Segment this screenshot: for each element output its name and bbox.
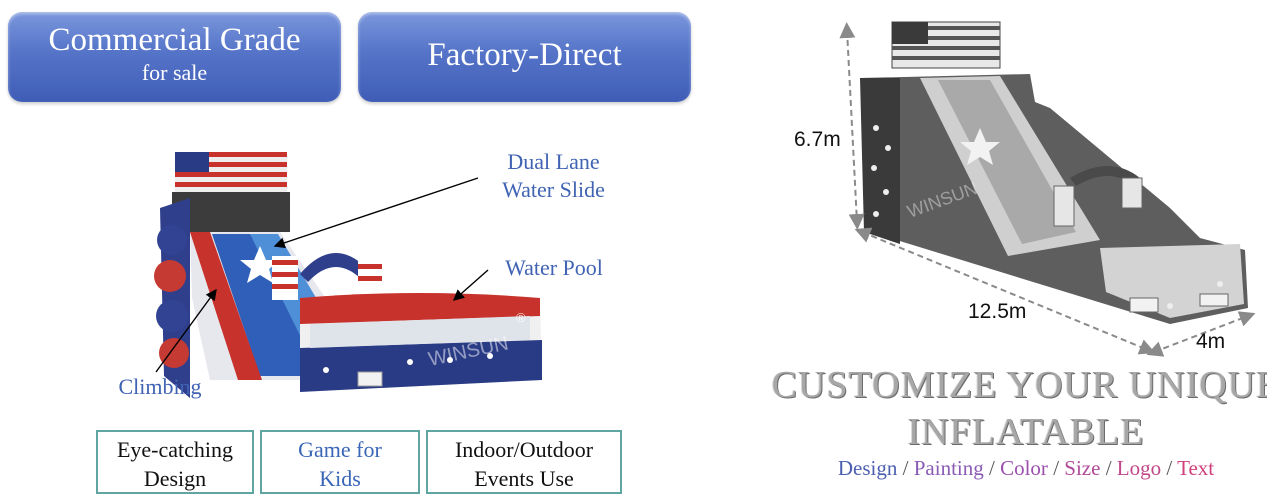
water-pool-arrow	[452, 269, 489, 301]
commercial-grade-title: Commercial Grade	[48, 22, 301, 58]
dual-lane-callout-line1: Dual Lane	[507, 149, 600, 174]
height-dimension-line	[839, 22, 865, 230]
american-flag-icon	[175, 152, 287, 192]
feature-indoor-outdoor: Indoor/Outdoor Events Use	[426, 430, 622, 494]
feature-indoor-outdoor-line1: Indoor/Outdoor	[454, 437, 594, 462]
height-label: 6.7m	[794, 128, 841, 151]
commercial-grade-badge: Commercial Grade for sale	[8, 12, 341, 102]
feature-game-for-kids-line1: Game for	[298, 437, 382, 462]
option-separator: /	[1166, 456, 1173, 480]
commercial-grade-subtitle: for sale	[141, 60, 208, 85]
factory-direct-badge: Factory-Direct	[358, 12, 691, 102]
option-design: Design	[837, 456, 898, 480]
option-color: Color	[1000, 456, 1048, 480]
option-text: Text	[1177, 456, 1215, 480]
registered-mark: ®	[516, 310, 526, 325]
customize-title-line2: INFLATABLE	[907, 411, 1145, 453]
length-label: 12.5m	[968, 300, 1027, 323]
climbing-callout: Climbing	[118, 374, 202, 399]
water-slide-photo: WINSUN ®	[154, 152, 542, 398]
feature-game-for-kids-line2: Kids	[319, 466, 361, 491]
option-separator: /	[902, 456, 909, 480]
feature-eye-catching-line2: Design	[143, 466, 207, 491]
option-painting: Painting	[913, 456, 984, 480]
dual-lane-arrow	[273, 177, 479, 249]
width-dimension-line	[1146, 311, 1256, 357]
feature-game-for-kids: Game for Kids	[260, 430, 420, 494]
option-separator: /	[1105, 456, 1112, 480]
customization-options: Design / Painting / Color / Size / Logo …	[770, 454, 1267, 482]
factory-direct-title: Factory-Direct	[427, 37, 622, 73]
climbing-arrow	[155, 288, 217, 373]
option-logo: Logo	[1116, 456, 1162, 480]
option-size: Size	[1064, 456, 1101, 480]
feature-eye-catching-line1: Eye-catching	[116, 437, 234, 462]
feature-indoor-outdoor-line2: Events Use	[474, 466, 574, 491]
width-label: 4m	[1196, 330, 1226, 353]
customize-title-line1: CUSTOMIZE YOUR UNIQUE	[771, 364, 1267, 406]
length-dimension-line	[854, 227, 1156, 355]
american-flag-icon	[891, 21, 1001, 69]
dual-lane-callout: Dual Lane Water Slide	[486, 148, 621, 204]
option-separator: /	[989, 456, 995, 480]
option-separator: /	[1053, 456, 1060, 480]
feature-eye-catching: Eye-catching Design	[96, 430, 254, 494]
dual-lane-callout-line2: Water Slide	[502, 177, 605, 202]
water-pool-callout: Water Pool	[505, 255, 603, 280]
